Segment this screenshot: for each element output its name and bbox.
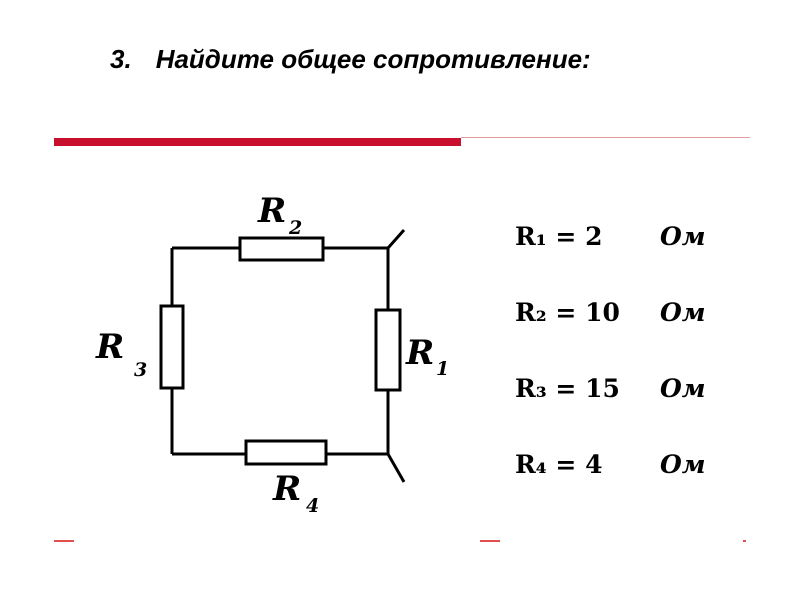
label-r3-index: 3 (134, 359, 147, 381)
label-r3-letter: R (95, 327, 124, 367)
task-text: Найдите общее сопротивление: (155, 44, 591, 74)
label-r4-letter: R (272, 469, 301, 509)
footer-mark-center (480, 540, 500, 542)
unit-r3: Ом (660, 374, 706, 403)
value-r2: R₂ = 10 (515, 298, 620, 327)
resistor-labels: R 2 R 3 R 1 R 4 (95, 191, 449, 517)
value-r1: R₁ = 2 (515, 222, 603, 251)
value-r3: R₃ = 15 (515, 374, 620, 403)
label-r2-index: 2 (288, 217, 302, 239)
unit-r2: Ом (660, 298, 706, 327)
resistor-r3 (159, 304, 185, 390)
resistors (159, 236, 402, 466)
unit-r4: Ом (660, 450, 706, 479)
circuit-wires (170, 229, 406, 483)
title-underline-red (54, 138, 461, 146)
unit-r1: Ом (660, 222, 706, 251)
terminal-top (386, 229, 406, 249)
task-number: 3. (110, 44, 132, 74)
label-r4-index: 4 (306, 495, 319, 517)
slide-title: 3. Найдите общее сопротивление: (110, 44, 591, 75)
title-underline-thin (461, 137, 750, 138)
label-r2-letter: R (257, 191, 286, 231)
resistor-r2 (238, 236, 325, 262)
terminal-bottom (386, 453, 406, 483)
footer-mark-left (54, 540, 74, 542)
label-r1-letter: R (405, 333, 434, 373)
resistor-r1 (374, 308, 402, 392)
resistor-r4 (244, 439, 328, 466)
footer-mark-right (743, 540, 746, 542)
value-r4: R₄ = 4 (515, 450, 603, 479)
label-r1-index: 1 (436, 358, 449, 380)
